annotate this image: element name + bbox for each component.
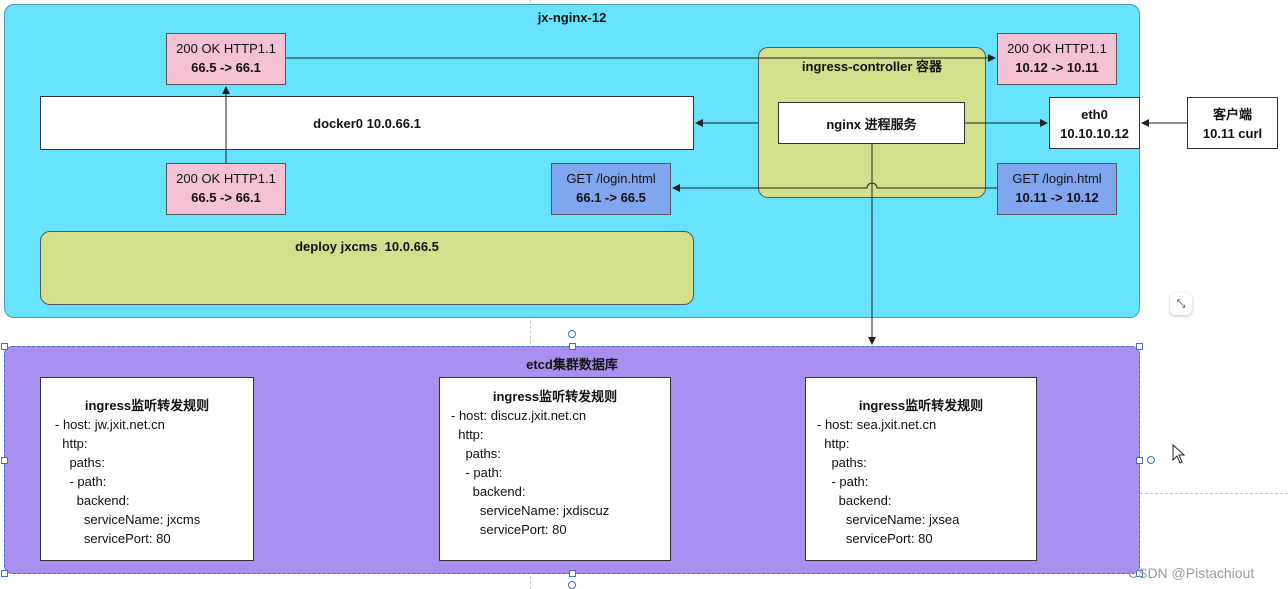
rule-line: serviceName: jxdiscuz <box>451 503 610 518</box>
ingress-rule-jxdiscuz[interactable]: ingress监听转发规则 - host: discuz.jxit.net.cn… <box>439 377 671 561</box>
response-packet-top-left[interactable]: 200 OK HTTP1.1 66.5 -> 66.1 <box>166 33 286 85</box>
eth0-name: eth0 <box>1081 107 1108 122</box>
response-packet-route: 10.12 -> 10.11 <box>1015 60 1099 75</box>
request-packet-middle[interactable]: GET /login.html 66.1 -> 66.5 <box>551 163 671 215</box>
request-packet-method: GET /login.html <box>1012 171 1102 186</box>
client-name: 客户端 <box>1212 107 1252 122</box>
response-packet-status: 200 OK HTTP1.1 <box>176 41 276 56</box>
rule-line: servicePort: 80 <box>817 531 933 546</box>
rule-title: ingress监听转发规则 <box>858 398 984 413</box>
selection-handle[interactable] <box>1136 343 1143 350</box>
rule-line: - path: <box>817 474 869 489</box>
alignment-guide-horizontal <box>1140 493 1288 494</box>
rule-line: backend: <box>451 484 526 499</box>
rule-line: - path: <box>451 465 503 480</box>
mouse-cursor-icon <box>1172 444 1186 464</box>
connection-point[interactable] <box>568 581 576 589</box>
ingress-rule-jxcms[interactable]: ingress监听转发规则 - host: jw.jxit.net.cn htt… <box>40 377 254 561</box>
selection-handle[interactable] <box>1 570 8 577</box>
response-packet-right[interactable]: 200 OK HTTP1.1 10.12 -> 10.11 <box>997 33 1117 85</box>
connection-point[interactable] <box>1147 456 1155 464</box>
watermark: CSDN @Pistachiout <box>1128 565 1255 581</box>
deploy-jxcms-label: deploy jxcms 10.0.66.5 <box>295 239 439 254</box>
selection-handle[interactable] <box>1136 570 1143 577</box>
rule-line: http: <box>817 436 850 451</box>
deploy-jxcms-box[interactable] <box>40 231 694 305</box>
response-packet-bottom-left[interactable]: 200 OK HTTP1.1 66.5 -> 66.1 <box>166 163 286 215</box>
rule-line: http: <box>55 436 88 451</box>
selection-handle[interactable] <box>1136 457 1143 464</box>
request-packet-route: 66.1 -> 66.5 <box>576 190 646 205</box>
arrow-request-to-middle <box>672 182 997 192</box>
client-box[interactable]: 客户端 10.11 curl <box>1187 97 1278 149</box>
eth0-ip: 10.10.10.12 <box>1060 126 1129 141</box>
rule-line: - host: discuz.jxit.net.cn <box>451 408 587 423</box>
rule-line: backend: <box>55 493 130 508</box>
rule-title: ingress监听转发规则 <box>84 398 210 413</box>
ingress-rule-jxsea[interactable]: ingress监听转发规则 - host: sea.jxit.net.cn ht… <box>805 377 1037 561</box>
rule-line: http: <box>451 427 484 442</box>
response-packet-route: 66.5 -> 66.1 <box>191 60 261 75</box>
docker0-box[interactable]: docker0 10.0.66.1 <box>40 96 694 150</box>
response-packet-status: 200 OK HTTP1.1 <box>176 171 276 186</box>
rule-line: serviceName: jxcms <box>55 512 201 527</box>
host-title: jx-nginx-12 <box>537 10 607 25</box>
rule-line: paths: <box>451 446 501 461</box>
request-packet-route: 10.11 -> 10.12 <box>1015 190 1099 205</box>
rule-line: servicePort: 80 <box>55 531 171 546</box>
rule-line: serviceName: jxsea <box>817 512 960 527</box>
request-packet-method: GET /login.html <box>566 171 656 186</box>
request-packet-right[interactable]: GET /login.html 10.11 -> 10.12 <box>997 163 1117 215</box>
rule-title: ingress监听转发规则 <box>492 389 618 404</box>
rule-line: paths: <box>55 455 105 470</box>
client-command: 10.11 curl <box>1202 126 1263 141</box>
response-packet-route: 66.5 -> 66.1 <box>191 190 261 205</box>
rule-line: paths: <box>817 455 867 470</box>
resize-icon[interactable]: ⤡ <box>1170 293 1192 315</box>
rotate-handle[interactable] <box>568 330 576 338</box>
selection-handle[interactable] <box>569 570 576 577</box>
rule-line: backend: <box>817 493 892 508</box>
eth0-box[interactable]: eth0 10.10.10.12 <box>1049 97 1140 149</box>
selection-handle[interactable] <box>1 343 8 350</box>
ingress-controller-title: ingress-controller 容器 <box>801 59 943 74</box>
selection-handle[interactable] <box>1 457 8 464</box>
rule-line: servicePort: 80 <box>451 522 567 537</box>
etcd-title: etcd集群数据库 <box>526 357 618 372</box>
response-packet-status: 200 OK HTTP1.1 <box>1007 41 1107 56</box>
selection-handle[interactable] <box>569 343 576 350</box>
rule-line: - path: <box>55 474 107 489</box>
rule-line: - host: sea.jxit.net.cn <box>817 417 937 432</box>
nginx-process-box[interactable]: nginx 进程服务 <box>778 102 965 144</box>
rule-line: - host: jw.jxit.net.cn <box>55 417 165 432</box>
